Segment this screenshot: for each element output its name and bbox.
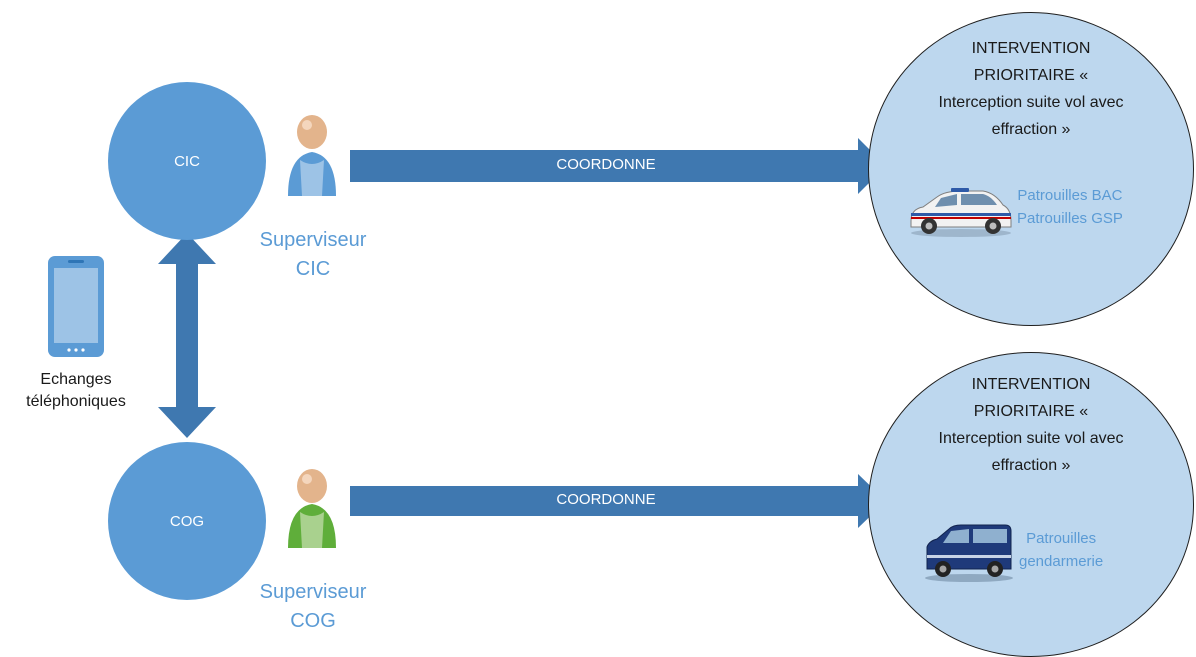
title-line: effraction » [991, 121, 1071, 138]
intervention-circle-bac-gsp: INTERVENTION PRIORITAIRE « Interception … [868, 12, 1194, 326]
double-arrow [158, 233, 216, 438]
intervention-title: INTERVENTION PRIORITAIRE « Interception … [869, 35, 1193, 143]
supervisor-cog-label: Superviseur COG [238, 578, 388, 636]
cog-node-label: COG [169, 512, 205, 530]
smartphone-icon [48, 256, 104, 357]
patrol-line: Patrouilles [1026, 530, 1097, 547]
patrol-text: Patrouilles gendarmerie [1019, 527, 1103, 573]
supervisor-cog-line2: COG [290, 610, 336, 632]
patrol-text: Patrouilles BAC Patrouilles GSP [1017, 184, 1123, 230]
intervention-title: INTERVENTION PRIORITAIRE « Interception … [869, 371, 1193, 479]
coordonne-label-top: COORDONNE [556, 156, 656, 173]
exchange-line1: Echanges [40, 371, 112, 388]
title-line: PRIORITAIRE « [973, 403, 1089, 420]
police-car-icon [910, 188, 1012, 237]
title-line: PRIORITAIRE « [973, 67, 1089, 84]
patrol-line: Patrouilles GSP [1017, 210, 1123, 227]
exchange-line2: téléphoniques [26, 393, 126, 410]
title-line: Interception suite vol avec [938, 94, 1124, 111]
person-blue-icon [288, 115, 336, 196]
supervisor-cic-line2: CIC [295, 258, 331, 280]
patrol-line: Patrouilles BAC [1017, 187, 1123, 204]
supervisor-cic-line1: Superviseur [259, 229, 367, 251]
intervention-circle-gendarmerie: INTERVENTION PRIORITAIRE « Interception … [868, 352, 1194, 657]
cog-node: COG [108, 442, 266, 600]
title-line: INTERVENTION [971, 40, 1091, 57]
title-line: Interception suite vol avec [938, 430, 1124, 447]
title-line: INTERVENTION [971, 376, 1091, 393]
coordonne-arrow-top [350, 138, 886, 194]
title-line: effraction » [991, 457, 1071, 474]
gendarmerie-van-icon [925, 524, 1013, 582]
exchange-label: Echanges téléphoniques [8, 369, 144, 413]
cic-node: CIC [108, 82, 266, 240]
coordonne-label-bottom: COORDONNE [556, 491, 656, 508]
patrol-line: gendarmerie [1019, 553, 1104, 570]
person-green-icon [288, 469, 336, 548]
supervisor-cic-label: Superviseur CIC [238, 226, 388, 284]
coordonne-arrow-bottom [350, 474, 886, 528]
supervisor-cog-line1: Superviseur [259, 581, 367, 603]
cic-node-label: CIC [174, 152, 200, 170]
